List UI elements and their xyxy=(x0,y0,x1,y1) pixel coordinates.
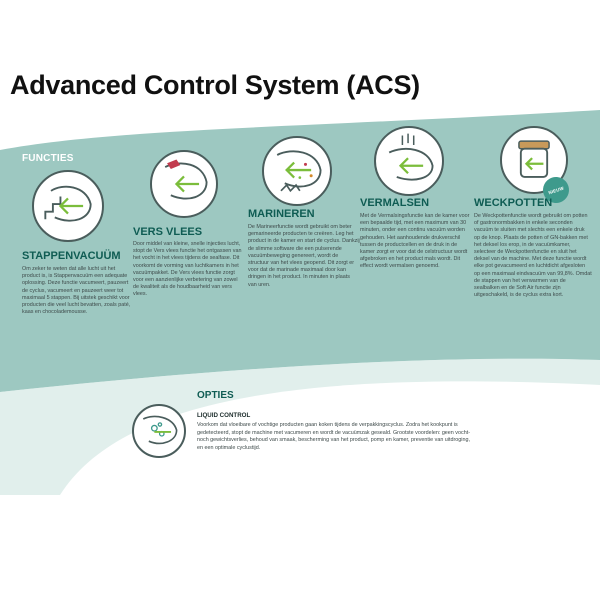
feature-desc-stappenvacuum: Om zeker te weten dat alle lucht uit het… xyxy=(22,266,131,316)
liquid-control-title: LIQUID CONTROL xyxy=(197,412,251,419)
liquid-control-desc: Voorkom dat vloeibare of vochtige produc… xyxy=(197,422,470,451)
fresh-meat-icon xyxy=(150,150,218,218)
feature-desc-weckpotten: De Weckpottenfunctie wordt gebruikt om p… xyxy=(474,213,592,299)
feature-title-stappenvacuum: STAPPENVACUÜM xyxy=(22,250,121,262)
feature-desc-marineren: De Marineerfunctie wordt gebruikt om bet… xyxy=(248,224,360,288)
liquid-control-icon xyxy=(132,404,186,458)
feature-title-marineren: MARINEREN xyxy=(248,208,315,220)
page-title: Advanced Control System (ACS) xyxy=(10,70,420,100)
feature-title-vermalsen: VERMALSEN xyxy=(360,197,430,209)
functies-label: FUNCTIES xyxy=(22,153,74,164)
feature-title-weckpotten: WECKPOTTEN xyxy=(474,197,553,209)
feature-desc-vermalsen: Met de Vermalsingsfunctie kan de kamer v… xyxy=(360,213,470,270)
jar-icon xyxy=(500,126,568,194)
vacuum-steps-icon xyxy=(32,170,104,242)
tenderize-icon xyxy=(374,126,444,196)
feature-title-vers-vlees: VERS VLEES xyxy=(133,226,203,238)
feature-desc-vers-vlees: Door middel van kleine, snelle injecties… xyxy=(133,241,242,298)
marinate-icon xyxy=(262,136,332,206)
opties-label: OPTIES xyxy=(197,390,234,401)
